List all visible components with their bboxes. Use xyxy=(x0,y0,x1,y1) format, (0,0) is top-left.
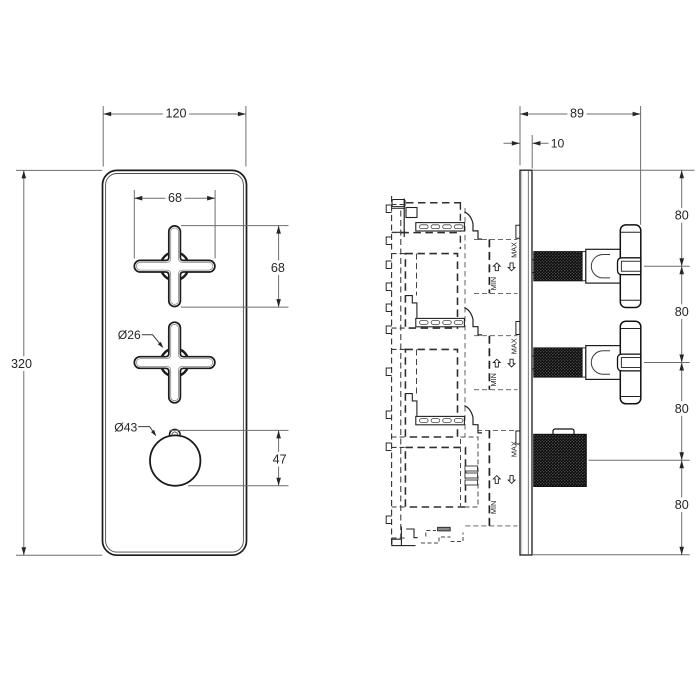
svg-text:80: 80 xyxy=(675,402,689,416)
svg-text:89: 89 xyxy=(570,107,584,121)
svg-text:MIN: MIN xyxy=(489,277,498,290)
svg-text:80: 80 xyxy=(675,498,689,512)
svg-text:120: 120 xyxy=(165,107,186,121)
svg-text:68: 68 xyxy=(168,191,182,205)
svg-text:MAX: MAX xyxy=(509,242,518,258)
svg-text:MIN: MIN xyxy=(489,501,498,514)
svg-text:320: 320 xyxy=(11,357,32,371)
svg-text:Ø43: Ø43 xyxy=(114,420,137,434)
svg-text:80: 80 xyxy=(675,209,689,223)
svg-text:MAX: MAX xyxy=(509,441,518,457)
svg-text:MIN: MIN xyxy=(489,373,498,386)
svg-text:80: 80 xyxy=(675,305,689,319)
svg-text:Ø26: Ø26 xyxy=(118,328,141,342)
svg-text:MAX: MAX xyxy=(509,338,518,354)
svg-text:10: 10 xyxy=(551,136,565,150)
svg-text:68: 68 xyxy=(271,261,285,275)
svg-text:47: 47 xyxy=(273,453,287,467)
